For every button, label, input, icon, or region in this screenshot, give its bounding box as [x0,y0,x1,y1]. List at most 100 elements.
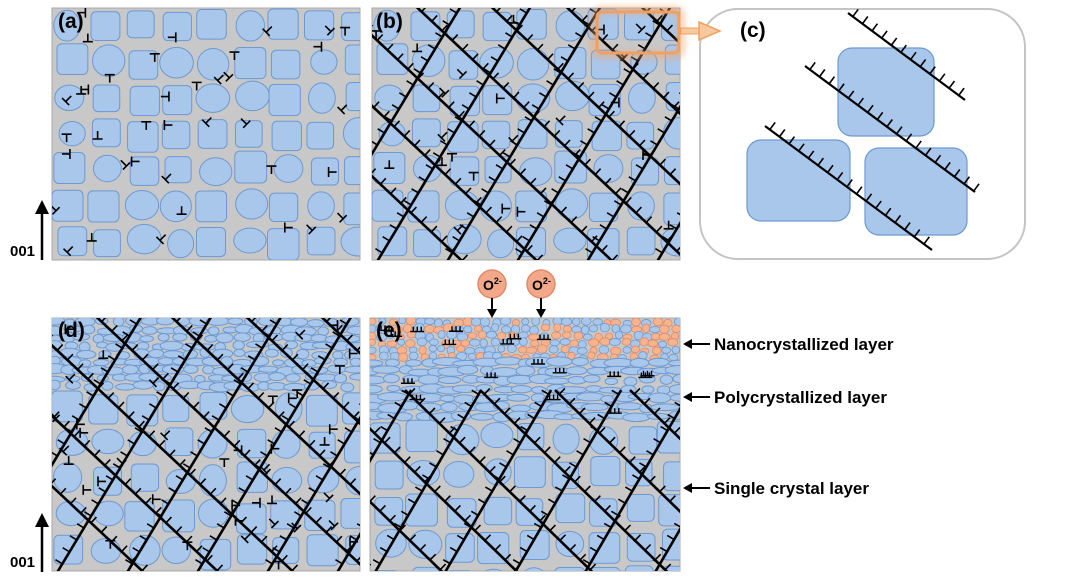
slip-tick [233,439,241,447]
slip-tick [877,0,884,1]
spherical-precipitate [92,154,122,183]
nano-grain [560,318,573,326]
cuboidal-precipitate [410,11,441,42]
dislocation-symbol [327,167,337,178]
slip-band [444,389,553,571]
spherical-precipitate [82,324,96,335]
dislocation-symbol [267,495,278,505]
slip-tick [308,487,317,493]
cuboidal-precipitate [590,456,621,487]
spherical-precipitate [227,318,244,326]
cuboidal-precipitate [195,190,228,223]
slip-tick [204,427,213,433]
slip-tick [240,516,248,524]
slip-tick [445,248,453,254]
slip-tick [671,104,680,110]
dislocation-symbol [86,232,97,242]
slip-tick [529,224,538,230]
spherical-precipitate [546,356,573,367]
slip-tick [366,572,373,576]
spherical-precipitate [65,380,81,390]
spherical-precipitate [417,374,441,385]
dislocation-symbol [268,518,280,529]
slip-tick [322,463,331,469]
oxide-particle [659,324,670,334]
slip-tick [372,168,377,174]
spherical-precipitate [405,359,422,367]
dislocation-symbol [148,377,160,388]
slip-tick [483,68,492,74]
slip-tick [457,413,465,420]
slip-tick [617,498,626,504]
slip-tick [679,509,680,512]
panel-b-content [372,0,884,260]
spherical-precipitate [408,529,443,559]
slip-tick [326,318,332,323]
slip-tick [373,426,381,434]
slip-tick [598,426,606,434]
slip-tick [216,523,225,529]
slip-tick [111,324,118,332]
slip-tick [328,572,335,576]
spherical-precipitate [583,374,601,383]
slip-tick [441,24,449,32]
slip-tick [875,200,882,209]
dislocation-symbol [295,329,306,340]
zoom-highlight [590,5,722,60]
slip-tick [836,171,844,181]
slip-tick [629,456,636,464]
cuboidal-precipitate [662,565,680,571]
slip-tick [709,463,716,467]
dislocation-pileup [546,394,561,401]
spherical-precipitate [268,372,286,382]
slip-band [372,174,464,260]
slip-tick [588,417,596,425]
slip-tick [199,319,208,325]
slip-tick [818,69,826,78]
slip-tick [414,486,423,492]
slip-tick [483,387,491,395]
slip-tick [826,164,834,173]
slip-tick [279,535,288,541]
cuboidal-precipitate [343,192,360,226]
slip-tick [477,498,486,504]
slip-tick [580,140,588,146]
slip-tick [643,397,651,405]
slip-tick [267,439,275,445]
slip-tick [185,535,193,543]
slip-tick [360,486,366,492]
slip-tick [342,401,350,409]
spherical-precipitate [349,357,360,367]
spherical-precipitate [233,227,267,254]
cuboidal-precipitate [270,49,301,80]
cuboidal-precipitate [203,570,226,571]
ion-1-base: O [483,277,494,293]
slip-tick [377,574,382,580]
slip-tick [600,574,606,580]
slip-band [52,414,220,571]
slip-tick [117,401,125,409]
slip-tick [584,158,591,166]
slip-tick [172,382,180,390]
dislocation-symbol [516,206,526,217]
oxide-particle [562,325,572,333]
dislocation-symbol [120,159,131,171]
spherical-precipitate [555,80,590,112]
slip-tick [687,44,692,50]
slip-tick [161,499,169,505]
oxide-particle [393,325,403,334]
slip-tick [16,306,21,312]
slip-tick [351,415,360,421]
cuboidal-precipitate [446,498,477,528]
slip-tick [73,430,81,438]
slip-tick [468,446,476,454]
spherical-precipitate [124,190,160,221]
slip-tick [389,187,397,195]
slip-tick [107,391,115,399]
slip-tick [807,0,814,1]
slip-band [404,389,594,571]
slip-tick [576,572,583,576]
slip-tick [152,574,157,580]
slip-tick [66,353,74,361]
slip-tick [413,68,422,74]
